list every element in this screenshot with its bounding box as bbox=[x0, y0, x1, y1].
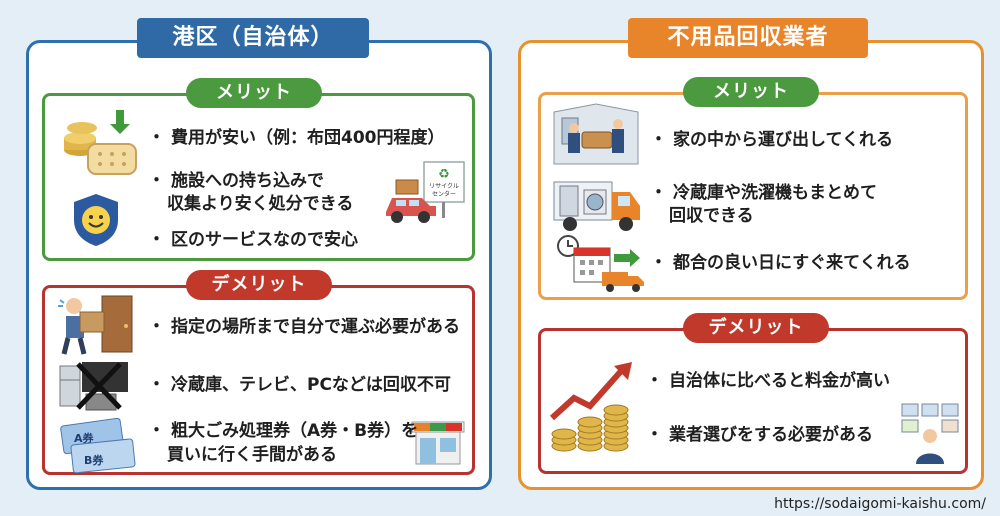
collector-demerit-item-2: ・業者選びをする必要がある bbox=[646, 425, 873, 445]
svg-text:♻: ♻ bbox=[438, 167, 450, 182]
movers-sofa-icon bbox=[553, 103, 639, 165]
collector-merit-item-1: ・家の中から運び出してくれる bbox=[650, 130, 893, 150]
appliance-truck-icon bbox=[553, 181, 640, 231]
municipal-merit-item-3: ・区のサービスなので安心 bbox=[148, 230, 358, 250]
municipal-merit-item-2b: 収集より安く処分できる bbox=[167, 194, 354, 214]
collector-merit-item-3: ・都合の良い日にすぐ来てくれる bbox=[650, 253, 911, 273]
municipal-merit-label: メリット bbox=[186, 78, 322, 108]
municipal-demerit-item-1: ・指定の場所まで自分で運ぶ必要がある bbox=[148, 317, 460, 337]
collector-title: 不用品回収業者 bbox=[628, 18, 868, 58]
source-url[interactable]: https://sodaigomi-kaishu.com/ bbox=[774, 496, 986, 512]
municipal-demerit-label: デメリット bbox=[186, 270, 332, 300]
municipal-demerit-item-3: ・粗大ごみ処理券（A券・B券）を bbox=[148, 421, 419, 441]
tickets-icon: A券 B券 bbox=[60, 418, 136, 474]
collector-merit-item-2b: 回収できる bbox=[669, 206, 754, 226]
calendar-truck-icon bbox=[557, 235, 644, 292]
collector-demerit-label: デメリット bbox=[683, 313, 829, 343]
collector-merit-item-2: ・冷蔵庫や洗濯機もまとめて bbox=[650, 183, 877, 203]
convenience-store-icon bbox=[411, 421, 465, 465]
car-recycle-center-icon: ♻ リサイクル センター bbox=[386, 161, 465, 223]
ticket-a-text: A券 bbox=[74, 431, 95, 445]
municipal-demerit-item-3b: 買いに行く手間がある bbox=[167, 445, 337, 465]
ticket-b-text: B券 bbox=[84, 453, 104, 467]
municipal-title: 港区（自治体） bbox=[137, 18, 369, 58]
person-carrying-icon bbox=[58, 295, 133, 355]
recycle-sign-text: リサイクル bbox=[429, 183, 459, 190]
collector-demerit-item-1: ・自治体に比べると料金が高い bbox=[646, 371, 890, 391]
appliances-crossed-icon bbox=[59, 362, 128, 411]
municipal-merit-item-2: ・施設への持ち込みで bbox=[148, 171, 324, 191]
collector-merit-label: メリット bbox=[683, 77, 819, 107]
recycle-sign-text-2: センター bbox=[432, 190, 456, 198]
shield-smile-icon bbox=[74, 194, 118, 246]
municipal-demerit-item-2: ・冷蔵庫、テレビ、PCなどは回収不可 bbox=[148, 375, 451, 395]
coins-rising-icon bbox=[550, 362, 632, 452]
person-choosing-icon bbox=[901, 403, 959, 464]
coins-futon-icon bbox=[64, 110, 137, 175]
municipal-merit-item-1: ・費用が安い（例：布団400円程度） bbox=[148, 128, 445, 148]
